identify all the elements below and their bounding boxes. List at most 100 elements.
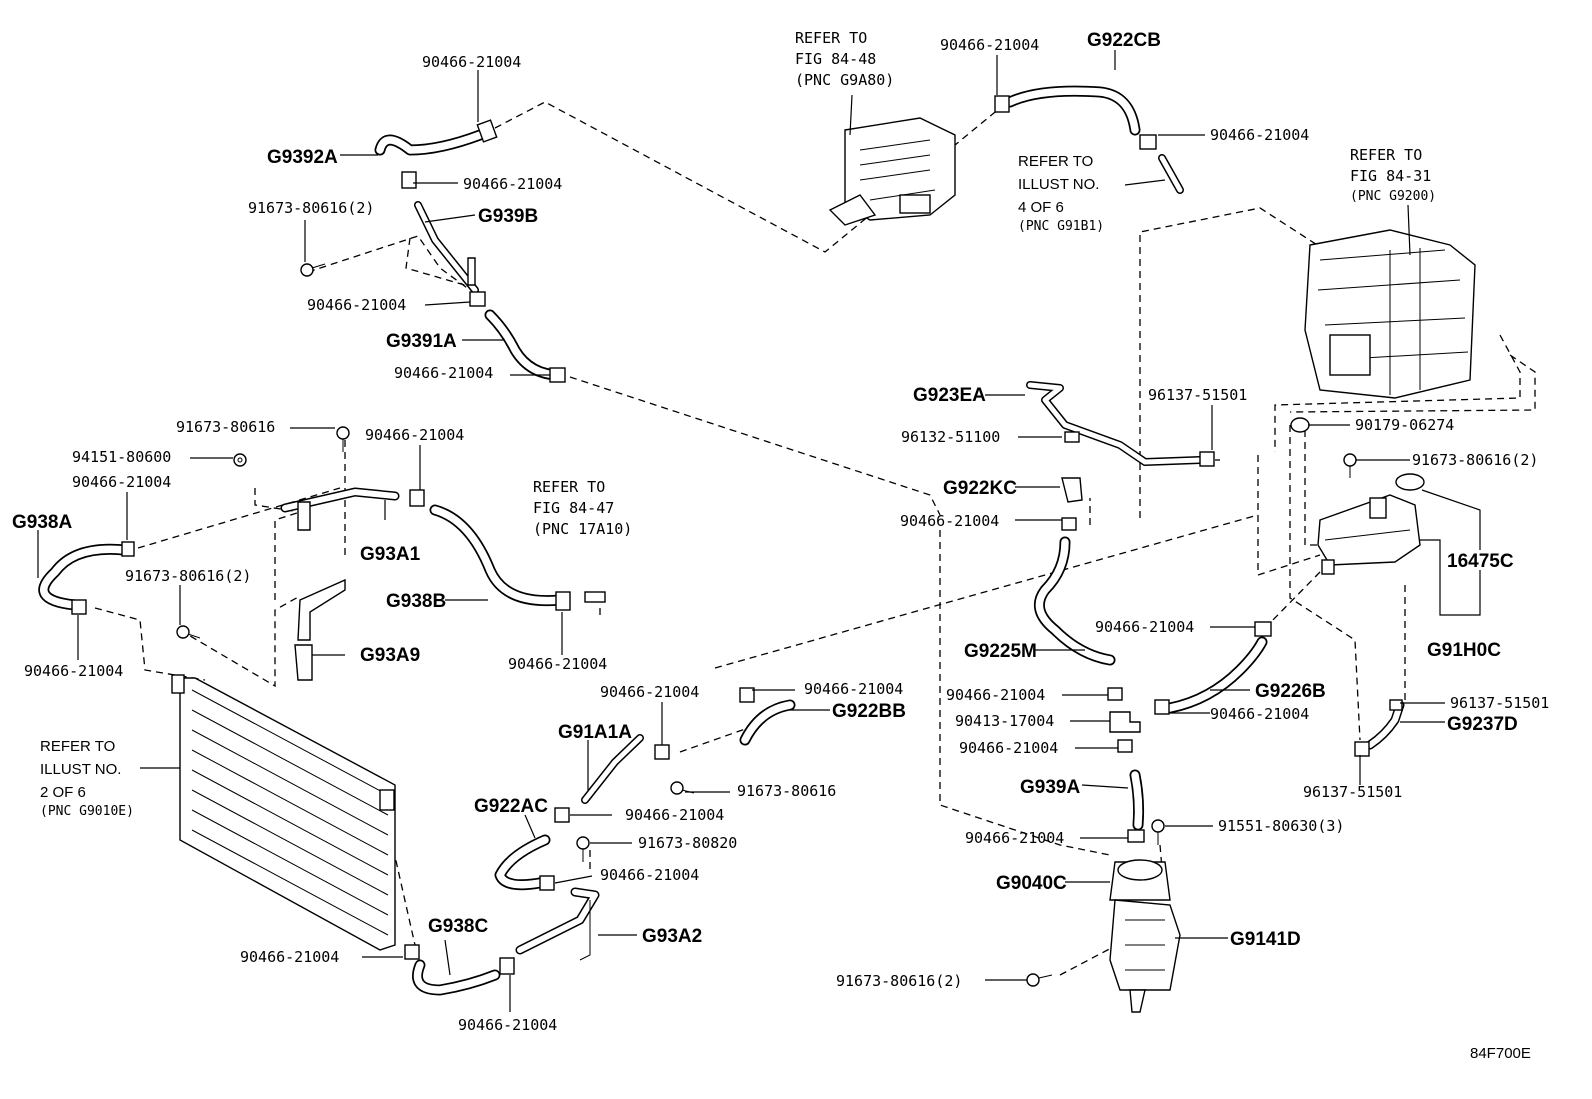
part-code-label: G923EA [913,385,986,406]
svg-text:REFER TO: REFER TO [40,738,115,755]
part-number-label: 90466-21004 [946,686,1045,704]
part-number-label: 90413-17004 [955,712,1054,730]
part-number-label: 90466-21004 [600,683,699,701]
part-number-label: 90466-21004 [1210,705,1309,723]
clamp-icon [1354,741,1370,757]
part-code-label: G9225M [964,641,1037,662]
svg-text:REFER TO: REFER TO [795,29,867,47]
inverter-g9a80 [828,117,956,226]
bolt-icon [176,625,201,639]
radiator-g9010e [171,674,396,951]
part-number-label: 91673-80616(2) [1412,451,1538,469]
reservoir-tank [1317,494,1421,575]
bolt-icon [300,263,326,277]
clamp-icon [1154,699,1170,715]
bolt-icon [576,836,590,862]
part-number-label: 90466-21004 [804,680,903,698]
clamp-icon [1199,451,1215,467]
svg-text:FIG 84-48: FIG 84-48 [795,50,876,68]
part-number-label: 91673-80616(2) [125,567,251,585]
part-number-label: 90466-21004 [24,662,123,680]
hose-g9226b [1164,636,1268,714]
clamp-icon [499,957,515,975]
svg-text:4 OF 6: 4 OF 6 [1018,199,1064,216]
part-number-label: 96137-51501 [1303,783,1402,801]
part-code-label: G922AC [474,796,548,817]
part-code-label: G91H0C [1427,640,1501,661]
part-number-label: 90179-06274 [1355,416,1454,434]
part-number-label: 90466-21004 [463,175,562,193]
part-number-label: 90466-21004 [1095,618,1194,636]
pump-g9040c [1109,859,1181,1013]
clip-icon [233,453,247,467]
clamp-icon [654,744,670,760]
svg-text:(PNC G9A80): (PNC G9A80) [795,71,894,89]
part-number-label: 91673-80616 [737,782,836,800]
svg-text:(PNC 17A10): (PNC 17A10) [533,520,632,538]
clamp-icon [1139,134,1157,150]
clamps [71,95,1425,987]
reference-note-fig-84-47: REFER TO FIG 84-47 (PNC 17A10) [533,478,632,538]
part-code-label: G939B [478,206,538,227]
part-number-label: 90466-21004 [940,36,1039,54]
part-number-label: 90466-21004 [72,473,171,491]
cap-icon [1395,473,1425,491]
bracket-g93a9 [297,578,346,641]
part-number-label: 90466-21004 [508,655,607,673]
part-code-label: G922BB [832,701,906,722]
bolt-icon [336,426,350,452]
part-number-label: 90466-21004 [458,1016,557,1034]
clamp-icon [739,687,755,703]
clamp-icon [1117,739,1133,753]
svg-text:REFER TO: REFER TO [1350,146,1422,164]
clamp-icon [401,171,417,189]
bolt-icon [1026,973,1053,987]
clamp-icon [555,591,571,611]
part-number-label: 90466-21004 [625,806,724,824]
clamp-icon [994,95,1010,113]
svg-text:ILLUST NO.: ILLUST NO. [1018,176,1099,193]
bolt-icon [1343,453,1357,478]
part-number-label: 90466-21004 [394,364,493,382]
part-number-label: 90466-21004 [965,829,1064,847]
part-number-label: 90466-21004 [900,512,999,530]
clamp-icon [121,541,135,557]
svg-text:(PNC G9200): (PNC G9200) [1350,189,1436,204]
clamp-icon [1254,621,1272,637]
svg-text:FIG 84-31: FIG 84-31 [1350,167,1431,185]
part-code-label: 16475C [1447,551,1514,572]
part-number-label: 91673-80616 [176,418,275,436]
part-code-label: G938A [12,512,72,533]
part-code-label: G9392A [267,147,338,168]
part-code-label: G93A1 [360,544,421,565]
leader-lines [37,50,1481,1012]
part-number-label: 96137-51501 [1148,386,1247,404]
part-number-label: 91673-80616(2) [836,972,962,990]
svg-text:(PNC G9010E): (PNC G9010E) [40,804,134,819]
reference-note-fig-84-48: REFER TO FIG 84-48 (PNC G9A80) [795,29,894,89]
part-number-label: 90466-21004 [959,739,1058,757]
clamp-icon [554,807,570,823]
clamp-icon [409,489,425,507]
diagram-id-label: 84F700E [1470,1045,1531,1062]
clamp-icon [404,944,420,960]
part-code-label: G922KC [943,478,1017,499]
reference-note-illust-2-of-6: REFER TO ILLUST NO. 2 OF 6 (PNC G9010E) [40,738,134,819]
part-number-label: 90466-21004 [422,53,521,71]
cap-icon [1290,417,1310,433]
part-code-label: G9391A [386,331,457,352]
clamp-icon [539,875,555,891]
part-code-label: G9040C [996,873,1067,894]
reference-note-fig-84-31: REFER TO FIG 84-31 (PNC G9200) [1350,146,1436,204]
part-code-label: G93A9 [360,645,420,666]
part-number-label: 90466-21004 [240,948,339,966]
svg-text:ILLUST NO.: ILLUST NO. [40,761,121,778]
svg-text:REFER TO: REFER TO [1018,153,1093,170]
bracket-icon [297,501,311,531]
part-code-label: G91A1A [558,722,632,743]
reference-note-illust-4-of-6: REFER TO ILLUST NO. 4 OF 6 (PNC G91B1) [1018,153,1104,234]
part-code-label: G939A [1020,777,1080,798]
clamp-icon [1127,829,1145,843]
pipe-stub-icon [584,591,606,603]
